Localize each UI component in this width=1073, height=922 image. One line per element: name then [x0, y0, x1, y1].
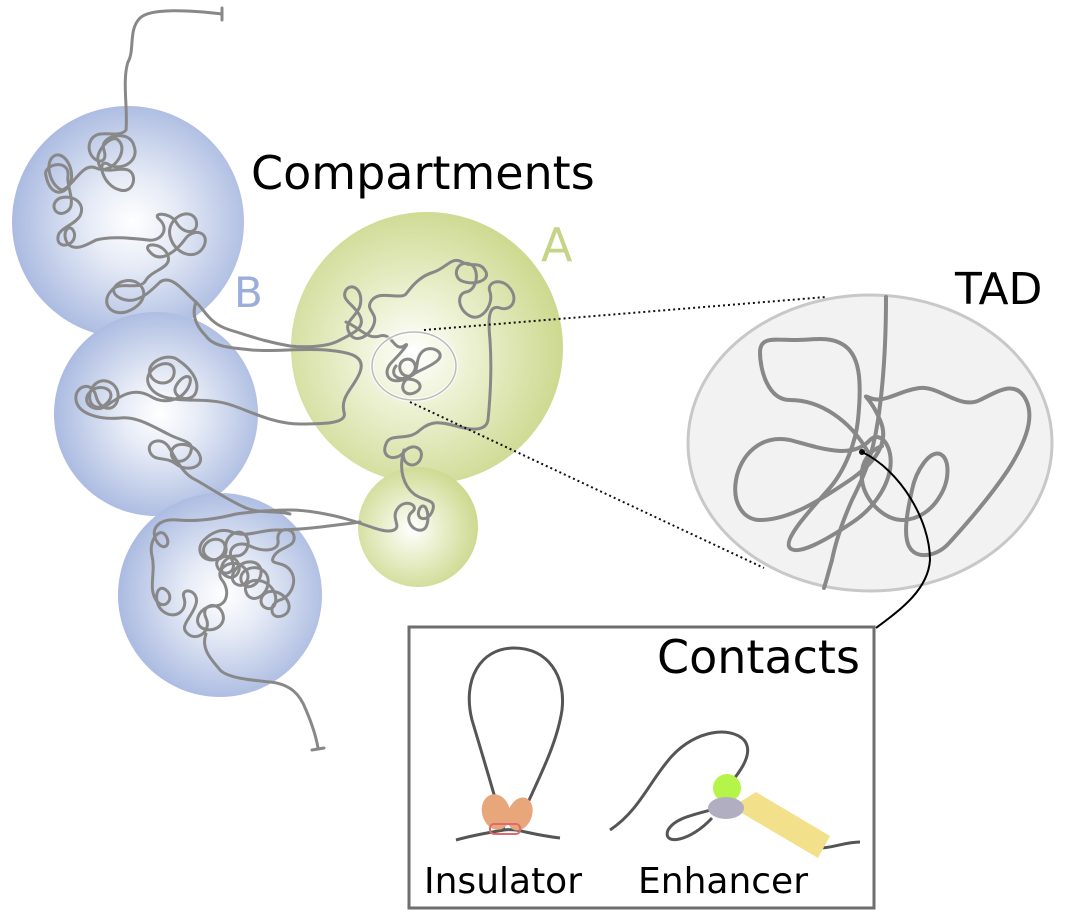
insulator-protein-right [507, 797, 533, 831]
enhancer-green-factor [713, 774, 741, 802]
chromatin-fiber [44, 6, 516, 752]
zoom-connector-lines [409, 296, 827, 569]
tad-to-contacts-connector [861, 451, 932, 629]
contacts-label: Contacts [657, 630, 860, 684]
compartment-a-label: A [541, 218, 573, 272]
tad-chromatin-loops [733, 295, 1032, 590]
fiber-segment-a2 [234, 448, 435, 533]
compartment-b-label: B [234, 268, 263, 317]
compartment-b-sphere-1 [12, 106, 244, 338]
enhancer-illustration [609, 730, 861, 858]
enhancer-label: Enhancer [638, 861, 808, 902]
compartment-b-sphere-3 [118, 493, 322, 697]
tad-boundary [686, 293, 1054, 593]
zoom-line-top [423, 296, 827, 331]
contacts-panel [407, 625, 876, 910]
compartment-b-sphere-2 [54, 312, 258, 516]
tad-selection-ellipse-outline [371, 331, 457, 401]
fiber-segment-tad-inner [344, 320, 442, 396]
enhancer-grey-factor [708, 797, 744, 819]
fiber-segment-tail [203, 632, 320, 750]
insulator-loop [455, 646, 565, 842]
fiber-segment-a1 [338, 258, 516, 467]
zoom-line-bottom [409, 401, 765, 569]
fiber-segment-b2 [74, 300, 363, 516]
tad-enlarged [686, 293, 1054, 629]
insulator-label: Insulator [424, 861, 583, 902]
insulator-protein-left [481, 794, 511, 830]
fiber-segment-b3 [149, 512, 362, 639]
compartments-label: Compartments [251, 146, 595, 200]
insulator-ring [489, 823, 521, 835]
enhancer-gene-bar [740, 792, 830, 858]
insulator-illustration [455, 646, 565, 842]
compartment-a-sphere-2 [358, 467, 478, 587]
fiber-segment-b1 [44, 9, 342, 349]
fiber-end-cap-bottom [310, 746, 326, 752]
tad-label: TAD [955, 264, 1043, 315]
